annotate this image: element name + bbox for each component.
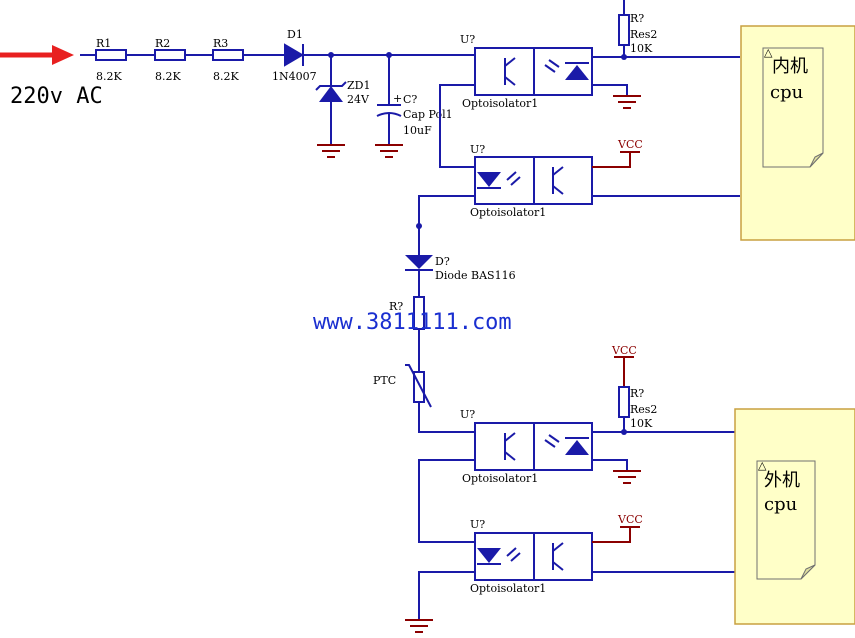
r2-ref: R2 xyxy=(155,37,170,50)
svg-text:△: △ xyxy=(758,459,767,472)
opto3-label: Optoisolator1 xyxy=(462,472,538,485)
inner-cpu-block: △ xyxy=(740,25,855,241)
resistor-r3 xyxy=(212,49,244,61)
diode-mid-part: Diode BAS116 xyxy=(435,269,516,282)
opto4-ground-wire xyxy=(418,571,475,620)
outer-cpu-line1: 外机 xyxy=(764,470,800,491)
outer-cpu-block: △ xyxy=(734,408,855,625)
resistor-r2 xyxy=(154,49,186,61)
pullup-bottom-resistor xyxy=(618,386,630,418)
input-arrow xyxy=(0,45,74,65)
opto1-ground-wire xyxy=(592,84,628,95)
ground-cap xyxy=(375,144,403,158)
optoisolator-1 xyxy=(474,47,593,96)
pullup-top-resistor xyxy=(618,14,630,46)
junction-pullup-bottom xyxy=(621,429,627,435)
r3-ref: R3 xyxy=(213,37,228,50)
r1-ref: R1 xyxy=(96,37,111,50)
pullup-top-part: Res2 xyxy=(630,28,657,41)
cap-ref: C? xyxy=(403,93,417,106)
outer-cpu-line2: cpu xyxy=(764,494,797,515)
ground-opto3 xyxy=(613,470,641,484)
inner-cpu-line1: 内机 xyxy=(772,56,808,77)
opto2-ref: U? xyxy=(470,143,485,156)
ground-opto1 xyxy=(613,95,641,109)
zener-zd1 xyxy=(315,81,347,102)
vcc-top-label: VCC xyxy=(617,138,643,151)
diode-bas116 xyxy=(405,255,433,271)
zener-ref: ZD1 xyxy=(347,79,370,92)
ptc-thermistor xyxy=(405,364,432,408)
junction-pullup-top xyxy=(621,54,627,60)
cap-part: Cap Pol1 xyxy=(403,108,453,121)
vcc-bottom-wire xyxy=(592,527,631,543)
input-label: 220v AC xyxy=(10,84,103,109)
opto3-ground-wire xyxy=(592,459,628,470)
diode-d1 xyxy=(284,43,304,67)
ground-opto4 xyxy=(405,619,433,633)
opto1-label: Optoisolator1 xyxy=(462,97,538,110)
optoisolator-3 xyxy=(474,422,593,471)
diode-mid-ref: D? xyxy=(435,255,450,268)
opto3-to-opto4-wire xyxy=(418,459,475,543)
junction-mid xyxy=(416,223,422,229)
pullup-bottom-value: 10K xyxy=(630,417,653,430)
pullup-top-value: 10K xyxy=(630,42,653,55)
watermark: www.3811111.com xyxy=(313,310,512,335)
opto2-to-diode-wire xyxy=(418,195,475,255)
opto2-label: Optoisolator1 xyxy=(470,206,546,219)
zener-value: 24V xyxy=(347,93,370,106)
d1-ref: D1 xyxy=(287,28,303,41)
vcc-bottom-label: VCC xyxy=(617,513,643,526)
svg-text:△: △ xyxy=(764,46,773,59)
pullup-bottom-ref: R? xyxy=(630,387,644,400)
inner-cpu-line2: cpu xyxy=(770,82,803,103)
d1-part: 1N4007 xyxy=(272,70,317,83)
capacitor-c: + xyxy=(376,92,402,117)
cap-value: 10uF xyxy=(403,124,432,137)
resistor-r1 xyxy=(95,49,127,61)
r2-value: 8.2K xyxy=(155,70,181,83)
svg-text:+: + xyxy=(393,92,402,105)
opto1-to-opto2-wire xyxy=(439,84,475,168)
ground-zener xyxy=(317,144,345,158)
r1-value: 8.2K xyxy=(96,70,122,83)
vcc-top-wire xyxy=(592,152,631,168)
opto4-label: Optoisolator1 xyxy=(470,582,546,595)
opto1-ref: U? xyxy=(460,33,475,46)
pullup-top-ref: R? xyxy=(630,12,644,25)
vcc-mid-label: VCC xyxy=(611,344,637,357)
ptc-label: PTC xyxy=(373,374,396,387)
opto4-ref: U? xyxy=(470,518,485,531)
outer-cpu-signal-wire-1 xyxy=(592,417,740,433)
resistor-mid-ref: R? xyxy=(389,300,403,313)
opto3-ref: U? xyxy=(460,408,475,421)
ptc-to-opto3-wire xyxy=(418,402,475,433)
r3-value: 8.2K xyxy=(213,70,239,83)
pullup-bottom-part: Res2 xyxy=(630,403,657,416)
optoisolator-2 xyxy=(474,156,593,205)
optoisolator-4 xyxy=(474,532,593,581)
